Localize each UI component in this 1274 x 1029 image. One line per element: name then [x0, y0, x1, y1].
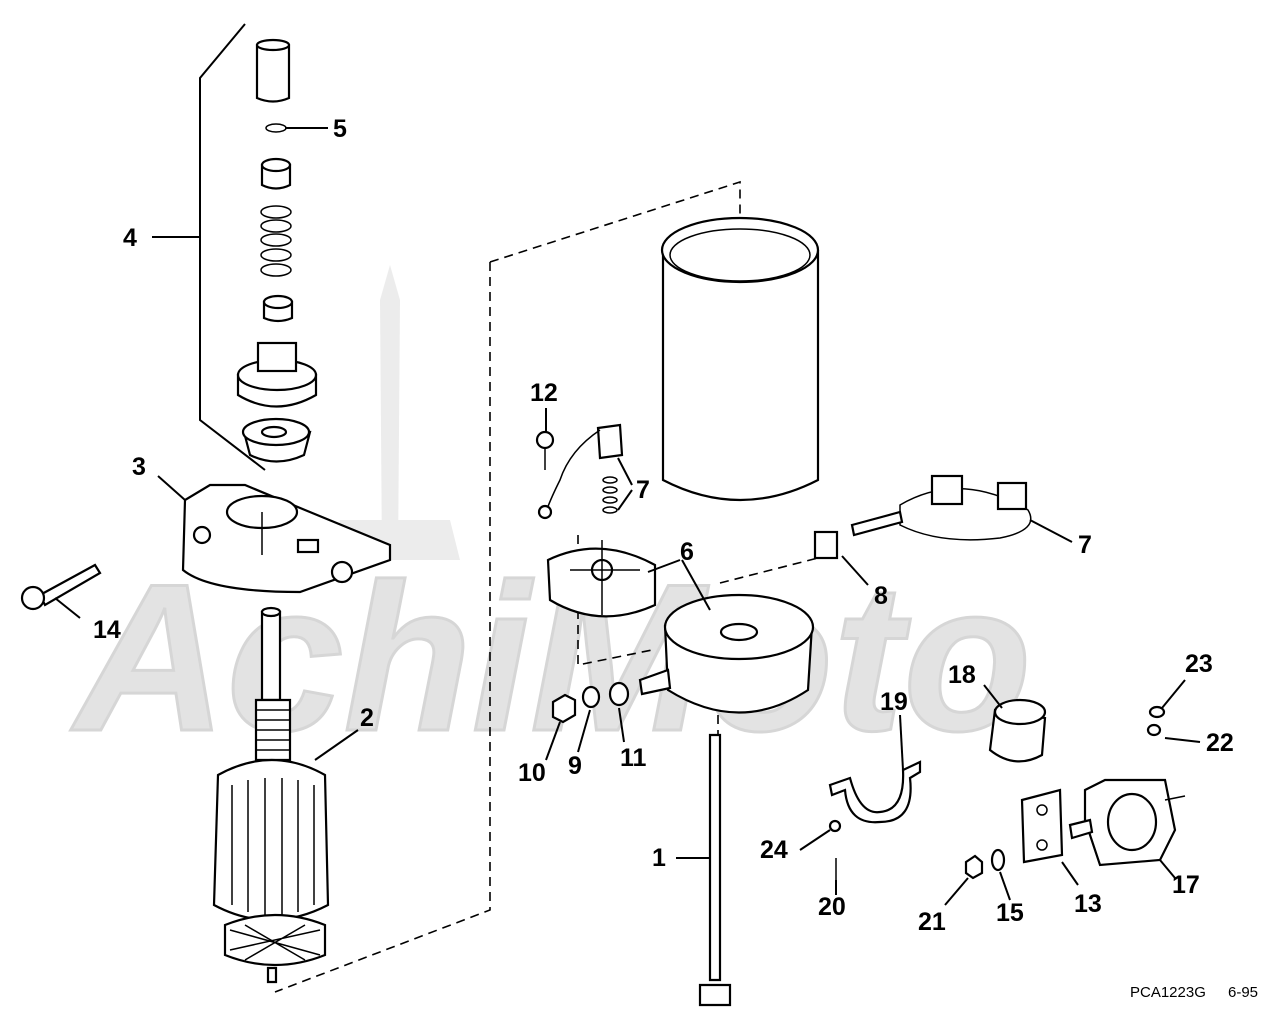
callout-8: 8 — [874, 582, 888, 610]
callout-2: 2 — [360, 704, 374, 732]
field-frame — [660, 216, 820, 501]
callout-4: 4 — [123, 224, 137, 252]
brush-set-right — [850, 474, 1032, 541]
callout-3: 3 — [132, 453, 146, 481]
callout-7-left: 7 — [636, 476, 650, 504]
callout-21: 21 — [918, 908, 946, 936]
boot-18 — [988, 698, 1047, 763]
callout-6: 6 — [680, 538, 694, 566]
armature — [212, 606, 330, 984]
drive-end-housing — [181, 483, 392, 594]
callout-17: 17 — [1172, 871, 1200, 899]
callout-13: 13 — [1074, 890, 1102, 918]
insulator-13 — [1020, 788, 1064, 864]
through-bolt — [698, 733, 732, 1007]
callout-22: 22 — [1206, 729, 1234, 757]
callout-1: 1 — [652, 844, 666, 872]
callout-10: 10 — [518, 759, 546, 787]
commutator-end-head — [638, 593, 815, 714]
drive-assembly — [236, 38, 318, 463]
brush-set-left — [535, 423, 624, 520]
small-nuts — [964, 705, 1166, 880]
callout-24: 24 — [760, 836, 788, 864]
callout-9: 9 — [568, 752, 582, 780]
clamp-19 — [828, 760, 922, 880]
callout-20: 20 — [818, 893, 846, 921]
callout-7-right: 7 — [1078, 531, 1092, 559]
leader-lines — [54, 127, 1201, 906]
callout-19: 19 — [880, 688, 908, 716]
drawing-date: 6-95 — [1228, 984, 1258, 1001]
solenoid-17 — [1068, 778, 1186, 867]
terminal-8 — [813, 530, 839, 560]
callout-5: 5 — [333, 115, 347, 143]
callout-12: 12 — [530, 379, 558, 407]
callout-14: 14 — [93, 616, 121, 644]
callout-15: 15 — [996, 899, 1024, 927]
callout-18: 18 — [948, 661, 976, 689]
washers — [551, 681, 630, 724]
callout-23: 23 — [1185, 650, 1213, 678]
brush-plate — [546, 540, 657, 618]
drawing-code: PCA1223G — [1130, 984, 1206, 1001]
callout-labels: 5 4 3 14 2 12 7 6 7 8 10 9 11 1 19 18 23… — [93, 115, 1234, 936]
bolt-14 — [20, 563, 102, 611]
callout-11: 11 — [620, 744, 647, 772]
